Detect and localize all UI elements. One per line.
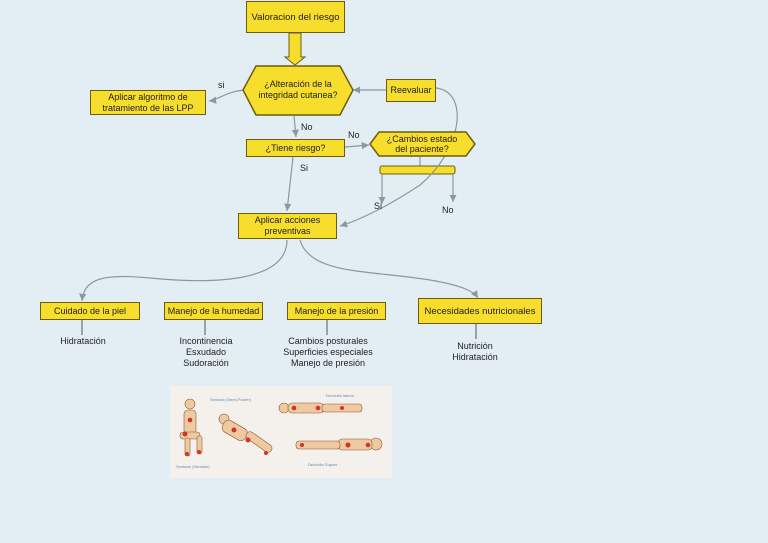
branch-bar [379, 165, 456, 175]
figure-supine [295, 437, 383, 451]
edge-loop [339, 87, 458, 228]
label-no-riesgo: No [301, 122, 313, 132]
details-presion: Cambios posturales Superficies especiale… [273, 336, 383, 369]
detail-item: Nutrición [457, 341, 493, 351]
edge-cuidado [79, 239, 288, 302]
figure-seated [179, 398, 203, 457]
node-manejo-humedad[interactable]: Manejo de la humedad [164, 302, 263, 320]
label-si-algoritmo: si [218, 80, 225, 90]
label-si-cambios: Si [374, 201, 383, 211]
caption-bottom-right: Decúbito Supino [308, 462, 338, 467]
algoritmo-line-2: tratamiento de las LPP [102, 102, 194, 113]
edge-si-acciones [284, 156, 294, 212]
details-cuidado-piel: Hidratación [42, 336, 124, 347]
detail-item: Esxudado [185, 347, 227, 357]
node-valoracion-riesgo[interactable]: Valoracion del riesgo [246, 1, 345, 33]
edge-no-cambios [344, 142, 370, 150]
detail-item: Hidratación [60, 336, 106, 346]
detail-item: Hidratación [452, 352, 498, 362]
caption-top-left: Sentado (Sentado) [176, 464, 210, 469]
node-necesidades-nutricionales[interactable]: Necesidades nutricionales [418, 298, 542, 324]
caption-top-mid: Sentado (Semi-Fowler) [210, 397, 252, 402]
edge-si-algoritmo [208, 89, 245, 104]
acciones-line-1: Aplicar acciones [254, 215, 321, 225]
detail-item: Cambios posturales [288, 336, 368, 346]
pressure-points-illustration: Sentado (Semi-Fowler) Decúbito lateral S… [170, 386, 392, 478]
details-humedad: Incontinencia Esxudado Sudoración [165, 336, 247, 369]
detail-item: Sudoración [183, 358, 229, 368]
detail-item: Incontinencia [179, 336, 233, 346]
node-manejo-presion[interactable]: Manejo de la presión [287, 302, 386, 320]
cambios-line-1: ¿Cambios estado [387, 134, 458, 144]
node-aplicar-acciones[interactable]: Aplicar acciones preventivas [238, 213, 337, 239]
detail-item: Manejo de presión [290, 358, 366, 368]
edge-no-riesgo [291, 115, 299, 138]
figure-lateral [278, 402, 363, 414]
label-no-branch: No [442, 205, 454, 215]
caption-top-right: Decúbito lateral [326, 393, 354, 398]
alteracion-line-1: ¿Alteración de la [264, 79, 332, 89]
node-alteracion-integridad[interactable]: ¿Alteración de la integridad cutanea? [242, 65, 354, 116]
pressure-points-figures: Sentado (Semi-Fowler) Decúbito lateral S… [176, 393, 383, 469]
edge-nutri [299, 239, 479, 299]
algoritmo-line-1: Aplicar algoritmo de [108, 91, 188, 102]
node-aplicar-algoritmo[interactable]: Aplicar algoritmo de tratamiento de las … [90, 90, 206, 115]
cambios-line-2: del paciente? [395, 144, 449, 154]
figure-semi-fowler [218, 413, 273, 453]
label-si-acciones: Si [300, 163, 309, 173]
node-reevaluar[interactable]: Reevaluar [386, 79, 436, 102]
block-arrow [283, 32, 307, 66]
details-nutricionales: Nutrición Hidratación [440, 341, 510, 363]
node-cambios-estado[interactable]: ¿Cambios estado del paciente? [369, 131, 476, 157]
alteracion-line-2: integridad cutanea? [258, 90, 337, 100]
node-cuidado-piel[interactable]: Cuidado de la piel [40, 302, 140, 320]
label-no-cambios: No [348, 130, 360, 140]
node-tiene-riesgo[interactable]: ¿Tiene riesgo? [246, 139, 345, 157]
detail-item: Superficies especiales [283, 347, 373, 357]
acciones-line-2: preventivas [264, 226, 311, 236]
